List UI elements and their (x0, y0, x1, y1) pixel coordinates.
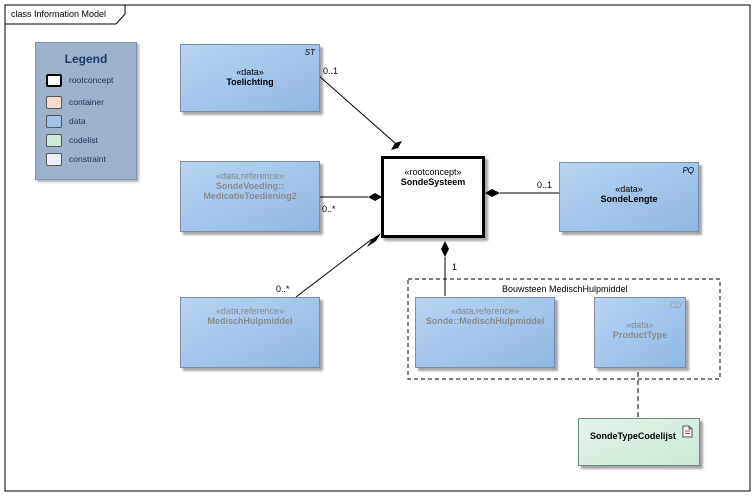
stereotype-label: «data» (626, 320, 654, 330)
class-name-line2: MedicatieToediening2 (203, 191, 297, 201)
class-name-line1: SondeVoeding:: (215, 181, 285, 191)
class-name: Sonde::MedischHulpmiddel (425, 316, 545, 326)
composition-diamond-medischhulpmiddel (367, 233, 381, 247)
composition-diamond-sondevoeding (368, 193, 382, 201)
connector-medischhulpmiddel (295, 238, 373, 298)
stereotype-label: «rootconcept» (404, 167, 462, 177)
multiplicity-sonde-medischhulpmiddel: 1 (452, 262, 458, 272)
class-name: SondeTypeCodelijst (590, 431, 676, 441)
group-boundary (407, 278, 721, 380)
datatype-tag: CD (669, 301, 681, 310)
legend: Legend rootconcept container data codeli… (35, 42, 137, 180)
class-toelichting[interactable]: ST «data» Toelichting (180, 44, 320, 112)
legend-label: data (69, 116, 86, 126)
class-name: ProductType (612, 330, 668, 340)
composition-diamond-sonde-medischhulpmiddel (441, 241, 449, 257)
stereotype-label: «data» (615, 184, 643, 194)
multiplicity-sondevoeding: 0..* (322, 204, 336, 214)
class-sondesysteem[interactable]: «rootconcept» SondeSysteem (381, 156, 485, 238)
stereotype-label: «data» (236, 67, 264, 77)
multiplicity-toelichting: 0..1 (323, 66, 339, 76)
class-producttype[interactable]: CD «data» ProductType (594, 297, 686, 368)
connector-toelichting (318, 75, 396, 144)
datatype-tag: ST (304, 48, 315, 57)
class-sondelengte[interactable]: PQ «data» SondeLengte (559, 162, 699, 232)
composition-diamond-toelichting (391, 141, 402, 150)
multiplicity-sondelengte: 0..1 (537, 180, 553, 190)
stereotype-label: «data,reference» (215, 306, 285, 316)
legend-label: container (69, 97, 104, 107)
legend-swatch-container (46, 96, 62, 109)
class-sondetypecodelijst[interactable]: SondeTypeCodelijst (578, 418, 700, 466)
stereotype-label: «data,reference» (215, 171, 285, 181)
frame-title-tab (4, 5, 126, 25)
legend-title: Legend (64, 52, 108, 66)
document-icon (682, 425, 693, 438)
legend-swatch-constraint (46, 153, 62, 166)
legend-swatch-rootconcept (46, 74, 62, 87)
frame-title: class Information Model (11, 9, 107, 19)
legend-label: codelist (69, 135, 98, 145)
composition-diamond-sondelengte (485, 189, 500, 197)
class-medischhulpmiddel[interactable]: «data,reference» MedischHulpmiddel (180, 297, 320, 368)
datatype-tag: PQ (682, 166, 694, 175)
class-name: MedischHulpmiddel (207, 316, 293, 326)
legend-label: rootconcept (69, 75, 114, 85)
class-sonde-medischhulpmiddel[interactable]: «data,reference» Sonde::MedischHulpmidde… (415, 297, 555, 368)
diagram-frame (4, 4, 751, 492)
legend-label: constraint (69, 154, 106, 164)
legend-swatch-codelist (46, 134, 62, 147)
class-sondevoeding-medicatietoediening2[interactable]: «data,reference» SondeVoeding:: Medicati… (180, 161, 320, 232)
class-name: SondeLengte (600, 194, 658, 204)
legend-swatch-data (46, 115, 62, 128)
multiplicity-medischhulpmiddel: 0..* (276, 284, 290, 294)
group-label: Bouwsteen MedischHulpmiddel (502, 284, 628, 294)
class-name: SondeSysteem (400, 177, 466, 187)
stereotype-label: «data,reference» (450, 306, 520, 316)
class-name: Toelichting (226, 77, 274, 87)
